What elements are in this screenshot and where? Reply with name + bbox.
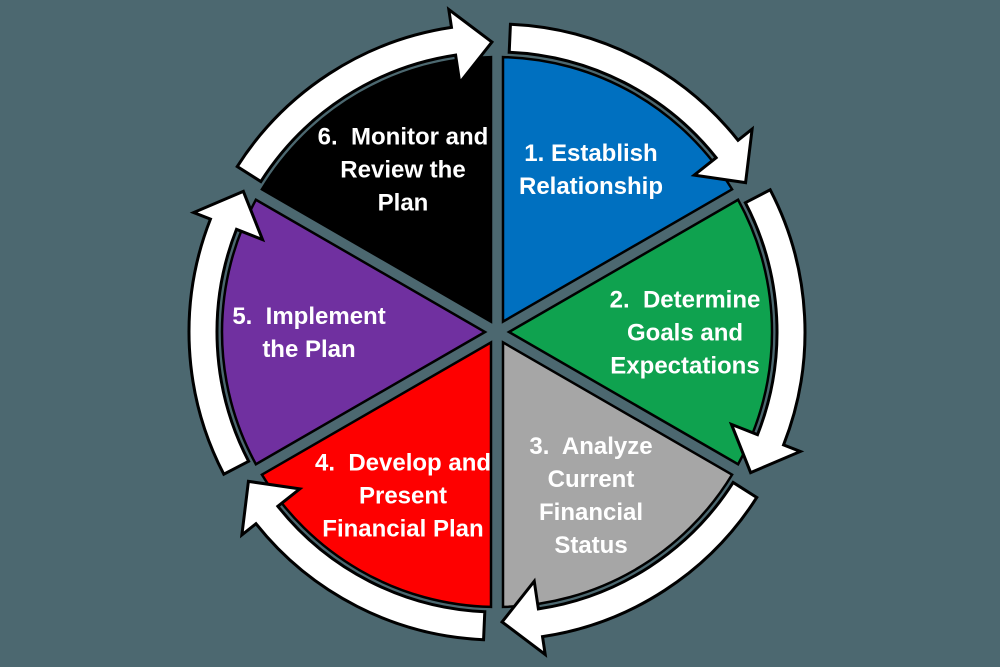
wedge-label-line: Review the	[340, 157, 465, 184]
wedge-label-line: Present	[359, 482, 447, 509]
cycle-arrow-3	[499, 480, 759, 658]
cycle-arrow-2	[728, 187, 807, 475]
wedge-label-line: Current	[548, 466, 635, 493]
cycle-arrow-4	[239, 479, 487, 642]
wedge-label-line: 3. Analyze	[529, 433, 652, 460]
wedge-label-line: 5. Implement	[232, 303, 385, 330]
wedge-label-line: Financial	[539, 499, 643, 526]
wedge-label-line: the Plan	[262, 336, 355, 363]
wedge-label-line: Relationship	[519, 173, 663, 200]
wedge-label-line: Expectations	[610, 353, 759, 380]
wedge-label-line: 2. Determine	[610, 287, 761, 314]
wedge-label-line: Goals and	[627, 320, 743, 347]
cycle-arrow-6	[235, 6, 495, 184]
cycle-arrow-5	[187, 189, 266, 477]
wedge-label-line: 1. Establish	[524, 140, 657, 167]
wedge-label-line: Financial Plan	[322, 515, 483, 542]
wedge-label-line: Status	[554, 532, 627, 559]
wedge-label-line: 6. Monitor and	[318, 124, 489, 151]
wedge-label-5: 5. Implement the Plan	[232, 303, 385, 363]
wedge-label-line: Plan	[378, 190, 429, 217]
cycle-arrow-1	[507, 22, 755, 185]
wedge-label-line: 4. Develop and	[315, 449, 491, 476]
